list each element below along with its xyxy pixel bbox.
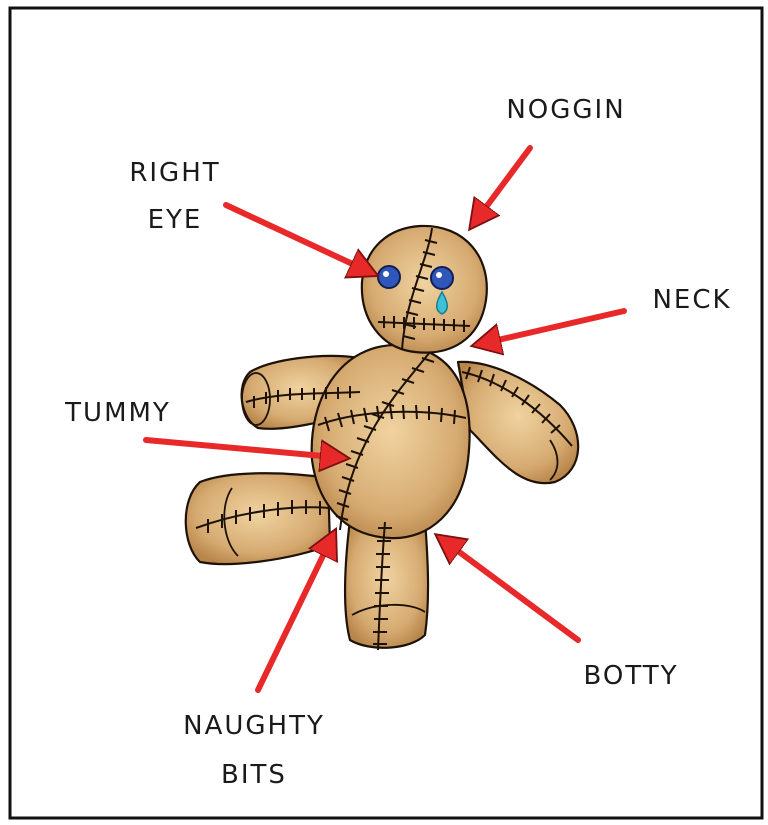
label-neck: NECK bbox=[652, 285, 731, 315]
label-noggin: NOGGIN bbox=[506, 95, 625, 125]
label-right-eye-line2: EYE bbox=[148, 205, 203, 235]
doll-left-eye bbox=[431, 267, 453, 289]
doll-right-leg bbox=[345, 520, 428, 648]
label-botty: BOTTY bbox=[583, 661, 678, 691]
label-naughty-bits-line2: BITS bbox=[221, 760, 287, 790]
doll-head bbox=[362, 226, 487, 353]
label-right-eye-line1: RIGHT bbox=[129, 158, 220, 188]
doll-right-eye bbox=[378, 266, 400, 288]
label-naughty-bits-line1: NAUGHTY bbox=[183, 711, 325, 741]
doll-left-leg bbox=[186, 473, 330, 564]
doll-body bbox=[312, 345, 470, 538]
label-tummy: TUMMY bbox=[64, 398, 171, 428]
